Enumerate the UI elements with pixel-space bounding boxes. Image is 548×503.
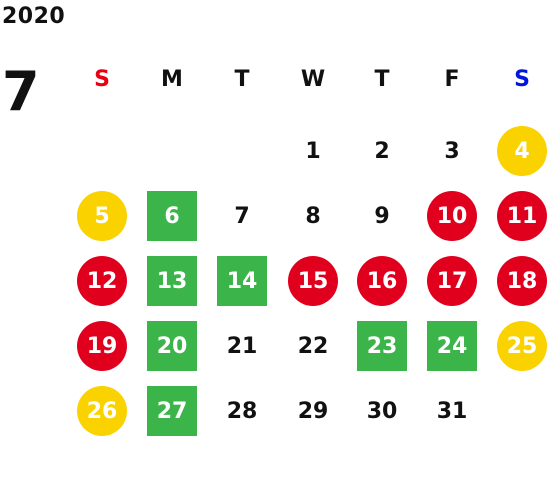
day-14[interactable]: 14	[217, 256, 267, 306]
day-19[interactable]: 19	[77, 321, 127, 371]
weekday-saturday: S	[514, 67, 530, 92]
day-3[interactable]: 3	[444, 138, 460, 164]
day-16[interactable]: 16	[357, 256, 407, 306]
day-6[interactable]: 6	[147, 191, 197, 241]
day-4[interactable]: 4	[497, 126, 547, 176]
day-25[interactable]: 25	[497, 321, 547, 371]
day-5[interactable]: 5	[77, 191, 127, 241]
day-11[interactable]: 11	[497, 191, 547, 241]
day-7[interactable]: 7	[234, 203, 250, 229]
day-2[interactable]: 2	[374, 138, 390, 164]
day-29[interactable]: 29	[297, 398, 329, 424]
day-15[interactable]: 15	[288, 256, 338, 306]
day-26[interactable]: 26	[77, 386, 127, 436]
year-label: 2020	[2, 4, 66, 29]
weekday-sunday: S	[94, 67, 110, 92]
day-24[interactable]: 24	[427, 321, 477, 371]
day-30[interactable]: 30	[366, 398, 398, 424]
day-31[interactable]: 31	[436, 398, 468, 424]
day-27[interactable]: 27	[147, 386, 197, 436]
day-8[interactable]: 8	[305, 203, 321, 229]
day-20[interactable]: 20	[147, 321, 197, 371]
day-22[interactable]: 22	[297, 333, 329, 359]
weekday-thursday: T	[374, 67, 390, 92]
day-13[interactable]: 13	[147, 256, 197, 306]
weekday-friday: F	[444, 67, 460, 92]
day-21[interactable]: 21	[226, 333, 258, 359]
weekday-wednesday: W	[300, 67, 326, 92]
day-10[interactable]: 10	[427, 191, 477, 241]
day-17[interactable]: 17	[427, 256, 477, 306]
month-number: 7	[2, 60, 40, 123]
day-28[interactable]: 28	[226, 398, 258, 424]
day-9[interactable]: 9	[374, 203, 390, 229]
weekday-tuesday: T	[234, 67, 250, 92]
weekday-monday: M	[161, 67, 183, 92]
day-23[interactable]: 23	[357, 321, 407, 371]
day-1[interactable]: 1	[305, 138, 321, 164]
day-12[interactable]: 12	[77, 256, 127, 306]
day-18[interactable]: 18	[497, 256, 547, 306]
